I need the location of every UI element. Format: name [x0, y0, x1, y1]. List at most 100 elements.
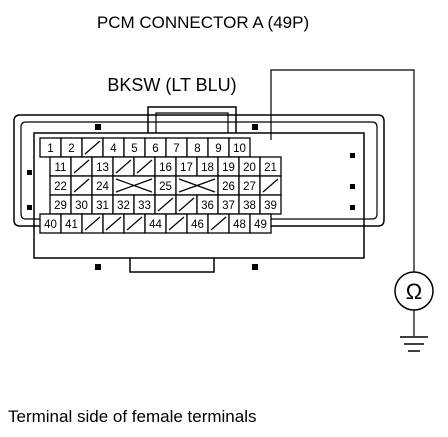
terminal-number: 46: [191, 219, 204, 231]
terminal-number: 41: [65, 219, 78, 231]
terminal-cell: 27: [238, 175, 261, 196]
blank-cell: [133, 156, 156, 177]
terminal-cell: 22: [49, 175, 72, 196]
blank-cell: [175, 194, 198, 215]
terminal-cell: 20: [238, 156, 261, 177]
terminal-cell: 17: [175, 156, 198, 177]
terminal-number: 1: [47, 143, 53, 155]
terminal-cell: 31: [91, 194, 114, 215]
terminal-number: 33: [138, 200, 151, 212]
terminal-cell: 18: [196, 156, 219, 177]
terminal-cell: 40: [39, 213, 62, 234]
terminal-number: 49: [254, 219, 267, 231]
caption: Terminal side of female terminals: [8, 407, 256, 426]
ohm-symbol: Ω: [406, 279, 422, 304]
terminal-number: 4: [110, 143, 117, 155]
terminal-number: 9: [215, 143, 221, 155]
terminal-cell: 30: [70, 194, 93, 215]
blank-double-cell: [175, 175, 219, 196]
ground-icon: [400, 336, 428, 352]
terminal-number: 36: [201, 200, 214, 212]
terminal-number: 38: [243, 200, 256, 212]
terminal-number: 39: [264, 200, 277, 212]
terminal-number: 48: [233, 219, 246, 231]
terminal-number: 30: [75, 200, 88, 212]
terminal-cell: 49: [249, 213, 272, 234]
terminal-number: 13: [96, 162, 109, 174]
terminal-number: 5: [131, 143, 137, 155]
terminal-number: 21: [264, 162, 277, 174]
terminal-number: 25: [159, 181, 172, 193]
terminal-cell: 26: [217, 175, 240, 196]
terminal-number: 31: [96, 200, 109, 212]
terminal-cell: 19: [217, 156, 240, 177]
terminal-cell: 4: [102, 137, 125, 158]
terminal-number: 10: [233, 143, 246, 155]
terminal-number: 17: [180, 162, 193, 174]
terminal-cell: 1: [39, 137, 62, 158]
terminal-number: 7: [173, 143, 179, 155]
terminal-number: 24: [96, 181, 109, 193]
terminal-number: 37: [222, 200, 235, 212]
terminal-number: 22: [54, 181, 67, 193]
blank-cell: [81, 137, 104, 158]
blank-cell: [259, 175, 282, 196]
terminal-cell: 9: [207, 137, 230, 158]
terminal-cell: 21: [259, 156, 282, 177]
terminal-row: 29 30 31 32 33 36 37 38 39: [49, 194, 282, 215]
terminal-cell: 24: [91, 175, 114, 196]
blank-cell: [123, 213, 146, 234]
test-lead: [270, 69, 415, 336]
terminal-row: 40 41 44 46 48 49: [39, 213, 272, 234]
terminal-number: 27: [243, 181, 256, 193]
terminal-number: 20: [243, 162, 256, 174]
terminal-cell: 2: [60, 137, 83, 158]
terminal-cell: 33: [133, 194, 156, 215]
blank-cell: [154, 194, 177, 215]
terminal-cell: 37: [217, 194, 240, 215]
terminal-cell: 10: [228, 137, 251, 158]
terminal-number: 29: [54, 200, 67, 212]
terminal-cell: 38: [238, 194, 261, 215]
blank-cell: [112, 156, 135, 177]
terminal-cell: 5: [123, 137, 146, 158]
terminal-cell: 32: [112, 194, 135, 215]
terminal-cell: 48: [228, 213, 251, 234]
terminal-cell: 44: [144, 213, 167, 234]
terminal-number: 32: [117, 200, 130, 212]
terminal-number: 19: [222, 162, 235, 174]
blank-cell: [70, 175, 93, 196]
terminal-cell: 11: [49, 156, 72, 177]
terminal-8-probed: 8: [186, 137, 209, 158]
terminal-number: 40: [44, 219, 57, 231]
terminal-cell: 39: [259, 194, 282, 215]
terminal-number: 26: [222, 181, 235, 193]
latch-marks: [27, 124, 355, 270]
blank-double-cell: [112, 175, 156, 196]
terminal-number: 44: [149, 219, 162, 231]
terminal-cell: 29: [49, 194, 72, 215]
blank-cell: [207, 213, 230, 234]
terminal-cell: 36: [196, 194, 219, 215]
wire-label: BKSW (LT BLU): [107, 75, 236, 95]
terminal-number: 11: [55, 162, 67, 174]
terminal-number: 6: [152, 143, 158, 155]
blank-cell: [102, 213, 125, 234]
terminal-number: 16: [159, 162, 172, 174]
terminal-cell: 25: [154, 175, 177, 196]
terminal-cell: 13: [91, 156, 114, 177]
blank-cell: [165, 213, 188, 234]
terminal-cell: 7: [165, 137, 188, 158]
blank-cell: [70, 156, 93, 177]
terminal-cell: 16: [154, 156, 177, 177]
blank-cell: [81, 213, 104, 234]
terminal-number: 8: [194, 143, 200, 155]
connector-title: PCM CONNECTOR A (49P): [97, 13, 309, 32]
connector-housing: [13, 106, 385, 273]
ohmmeter: Ω: [394, 271, 434, 311]
terminal-cell: 41: [60, 213, 83, 234]
